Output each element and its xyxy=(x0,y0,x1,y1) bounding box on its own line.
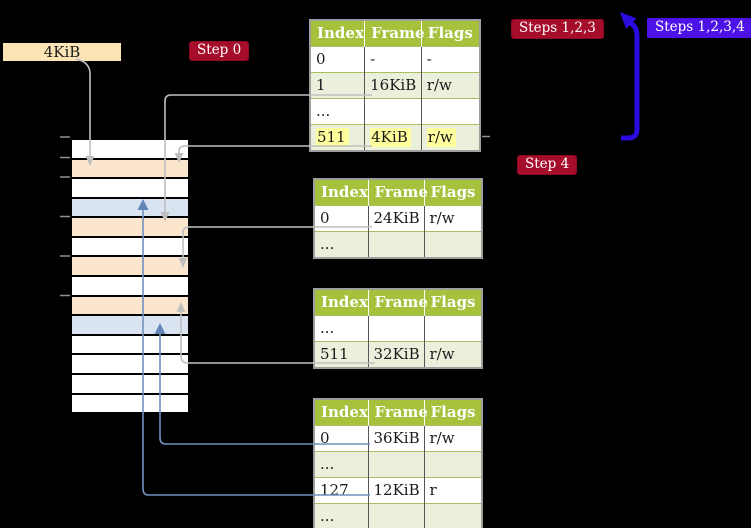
table-cell xyxy=(368,503,425,528)
table-cell xyxy=(364,98,422,125)
table-cell: 511 xyxy=(314,341,369,368)
table-cell: ... xyxy=(314,451,369,478)
table-cell: ... xyxy=(314,503,369,528)
memory-row-40kib xyxy=(72,335,188,354)
highlighted-value: 4KiB xyxy=(370,128,411,147)
table-cell: 4KiB xyxy=(364,124,422,151)
table-cell: 127 xyxy=(314,477,369,504)
column-header: Frame xyxy=(368,289,428,316)
table-cell: 32KiB xyxy=(368,341,425,368)
column-header: Frame xyxy=(368,179,428,206)
column-header: Index xyxy=(310,20,366,47)
table-row: 511 4KiB r/w xyxy=(310,124,480,151)
memory-row-16kib xyxy=(72,218,188,236)
column-header: Flags xyxy=(421,20,480,47)
table-cell: r/w xyxy=(424,425,482,452)
memory-row-20kib xyxy=(72,237,188,256)
table-cell: 0 xyxy=(314,425,369,452)
table-cell xyxy=(368,315,425,342)
table-cell xyxy=(424,315,482,342)
table-cell: 511 xyxy=(310,124,366,151)
table-cell: 12KiB xyxy=(368,477,425,504)
table-cell: 0 xyxy=(310,46,366,73)
step4-badge: Step 4 xyxy=(517,155,578,175)
table-cell: ... xyxy=(310,98,366,125)
table-cell: ... xyxy=(314,231,369,258)
table-cell: r/w xyxy=(424,205,482,232)
table-cell xyxy=(421,98,480,125)
table-cell: r/w xyxy=(424,341,482,368)
memory-row-32kib xyxy=(72,296,188,315)
column-header: Frame xyxy=(368,399,428,426)
memory-row-36kib xyxy=(72,316,188,334)
table-cell xyxy=(424,231,482,258)
highlighted-value: r/w xyxy=(426,128,456,147)
column-header: Index xyxy=(314,289,369,316)
table-cell xyxy=(424,503,482,528)
table-cell: 24KiB xyxy=(368,205,425,232)
memory-row-12kib xyxy=(72,198,188,217)
table-cell: r/w xyxy=(421,124,480,151)
column-header: Flags xyxy=(424,289,482,316)
root-pointer-box: 4KiB xyxy=(3,43,121,61)
table-row: ... xyxy=(314,451,482,478)
memory-row-44kib xyxy=(72,355,188,373)
column-header: Index xyxy=(314,179,369,206)
arrowhead-upleft-icon xyxy=(620,12,637,29)
memory-row-28kib xyxy=(72,277,188,295)
table-row: ... xyxy=(314,315,482,342)
table-cell: 0 xyxy=(314,205,369,232)
table-cell xyxy=(368,231,425,258)
memory-row-0kib xyxy=(72,140,188,158)
column-header: Flags xyxy=(424,399,482,426)
table-cell xyxy=(368,451,425,478)
table-cell: r xyxy=(424,477,482,504)
step0-badge: Step 0 xyxy=(189,41,250,61)
memory-row-4kib xyxy=(72,159,188,178)
table-cell xyxy=(424,451,482,478)
steps-loop-arrow-shaft xyxy=(621,20,640,141)
table-row: ... xyxy=(310,98,480,125)
table-cell: r/w xyxy=(421,72,480,99)
table-row: ... xyxy=(314,503,482,528)
table-row: 0-- xyxy=(310,46,480,73)
memory-strip xyxy=(70,138,190,414)
table-cell: 1 xyxy=(310,72,366,99)
column-header: Flags xyxy=(424,179,482,206)
table-cell: 16KiB xyxy=(364,72,422,99)
table-cell: 36KiB xyxy=(368,425,425,452)
column-header: Frame xyxy=(364,20,425,47)
steps1234-badge: Steps 1,2,3,4 xyxy=(647,18,751,38)
memory-row-8kib xyxy=(72,179,188,197)
memory-row-48kib xyxy=(72,374,188,393)
column-header: Index xyxy=(314,399,369,426)
highlighted-value: 511 xyxy=(316,128,349,147)
table-cell: - xyxy=(421,46,480,73)
memory-row-24kib xyxy=(72,257,188,276)
table-cell: - xyxy=(364,46,422,73)
steps-loop-arrow xyxy=(620,12,640,141)
table-cell: ... xyxy=(314,315,369,342)
table-row: ... xyxy=(314,231,482,258)
memory-row-52kib xyxy=(72,394,188,413)
steps123-badge: Steps 1,2,3 xyxy=(511,19,604,39)
